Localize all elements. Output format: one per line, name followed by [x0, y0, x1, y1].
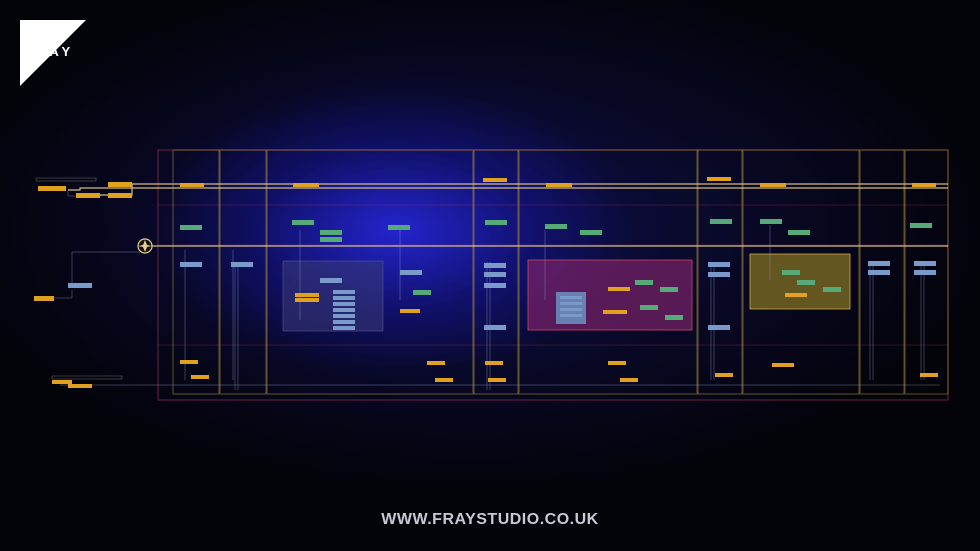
blue-nodes [180, 261, 936, 330]
hub-node [137, 238, 153, 254]
website-url[interactable]: WWW.FRAYSTUDIO.CO.UK [381, 511, 599, 528]
input-nodes [34, 177, 132, 388]
fray-logo [20, 20, 86, 86]
group-box-pink [527, 259, 693, 331]
yellow-nodes [180, 177, 938, 382]
logo-text: FRAY [24, 44, 75, 59]
green-nodes [180, 219, 932, 320]
group-box-gold [749, 253, 851, 310]
